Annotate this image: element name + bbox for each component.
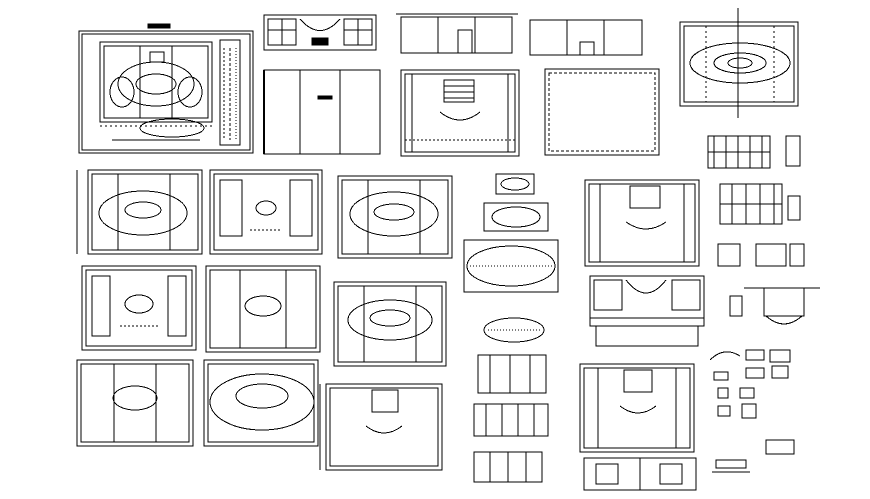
fittings-details	[709, 349, 795, 473]
column-layout-plan	[263, 69, 381, 155]
floor-plan-dashed-border	[544, 68, 660, 156]
ceiling-plan-row2-2	[209, 169, 323, 255]
ceiling-plan-row4-2	[203, 359, 319, 447]
floor-plan-row4-right	[579, 363, 695, 453]
detail-section-right-4	[729, 287, 820, 325]
floor-plan-staircase	[400, 69, 520, 157]
elevation-top-1	[263, 14, 377, 51]
ceiling-plan-row3-1	[81, 265, 197, 351]
elevation-panel-3	[529, 19, 643, 56]
elevation-panel-2	[396, 13, 518, 54]
ceiling-plan-row2-3	[337, 175, 453, 259]
detail-section-right-3	[717, 243, 805, 267]
ceiling-plan-row2-1	[76, 169, 203, 255]
floor-plan-row2-right	[584, 179, 700, 267]
oval-detail-small-1	[495, 173, 535, 195]
ceiling-plan-row3-2	[205, 265, 321, 353]
oval-detail-small-2	[483, 202, 549, 232]
ceiling-plan-row4-1	[76, 359, 194, 447]
toilet-detail-bottom	[583, 457, 697, 491]
oval-detail-bottom	[483, 317, 545, 343]
elevation-row3-right	[589, 275, 705, 347]
ceiling-plan-sheet-1	[78, 23, 254, 154]
elevation-stack-center	[473, 354, 549, 483]
detail-section-right-2	[719, 183, 801, 225]
detail-section-right-1	[707, 135, 801, 169]
ceiling-plan-row3-3	[333, 281, 447, 367]
ceiling-plan-oval-top-right	[679, 8, 799, 118]
floor-plan-row4-3	[319, 383, 443, 471]
oval-detail-large	[463, 239, 559, 293]
